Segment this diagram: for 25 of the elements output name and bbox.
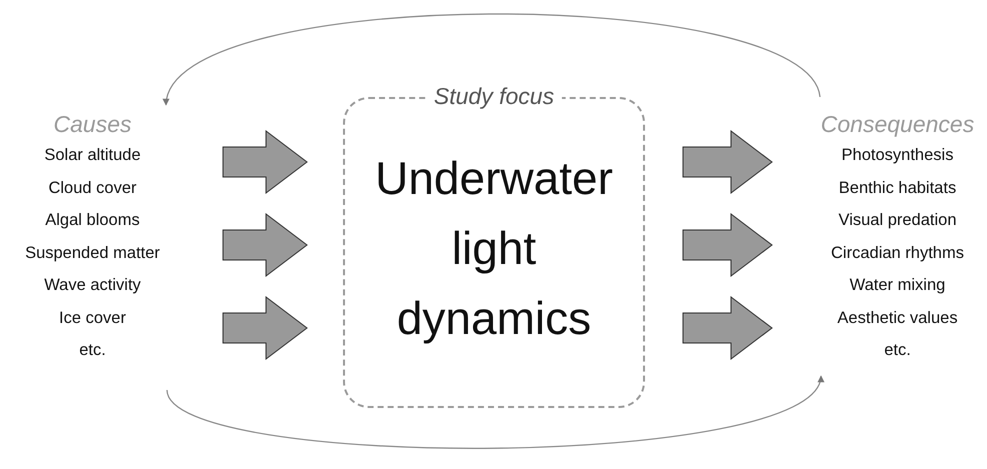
column-heading: Consequences	[820, 110, 974, 139]
block-arrow	[222, 130, 308, 194]
block-arrow	[682, 296, 773, 360]
column-heading: Causes	[54, 110, 132, 139]
list-item: Photosynthesis	[842, 145, 954, 166]
block-arrow	[682, 130, 773, 194]
list-item: Aesthetic values	[837, 308, 958, 328]
curved-arrow	[166, 375, 822, 449]
list-item: Algal blooms	[45, 210, 140, 231]
block-arrow	[222, 296, 308, 360]
list-item: Circadian rhythms	[831, 242, 964, 264]
list-item: etc.	[79, 340, 106, 361]
block-arrow	[682, 213, 773, 277]
list-item: Water mixing	[850, 275, 946, 296]
list-item: Benthic habitats	[838, 178, 956, 198]
block-arrow	[222, 213, 308, 277]
list-item: Suspended matter	[25, 242, 160, 264]
main-topic: Underwater light dynamics	[374, 150, 614, 346]
list-item: Cloud cover	[48, 178, 137, 198]
curved-arrow	[165, 13, 821, 106]
list-item: Wave activity	[44, 275, 141, 296]
list-item: etc.	[884, 340, 911, 361]
list-item: Solar altitude	[44, 145, 141, 166]
list-item: Visual predation	[838, 210, 957, 231]
list-item: Ice cover	[59, 308, 126, 328]
